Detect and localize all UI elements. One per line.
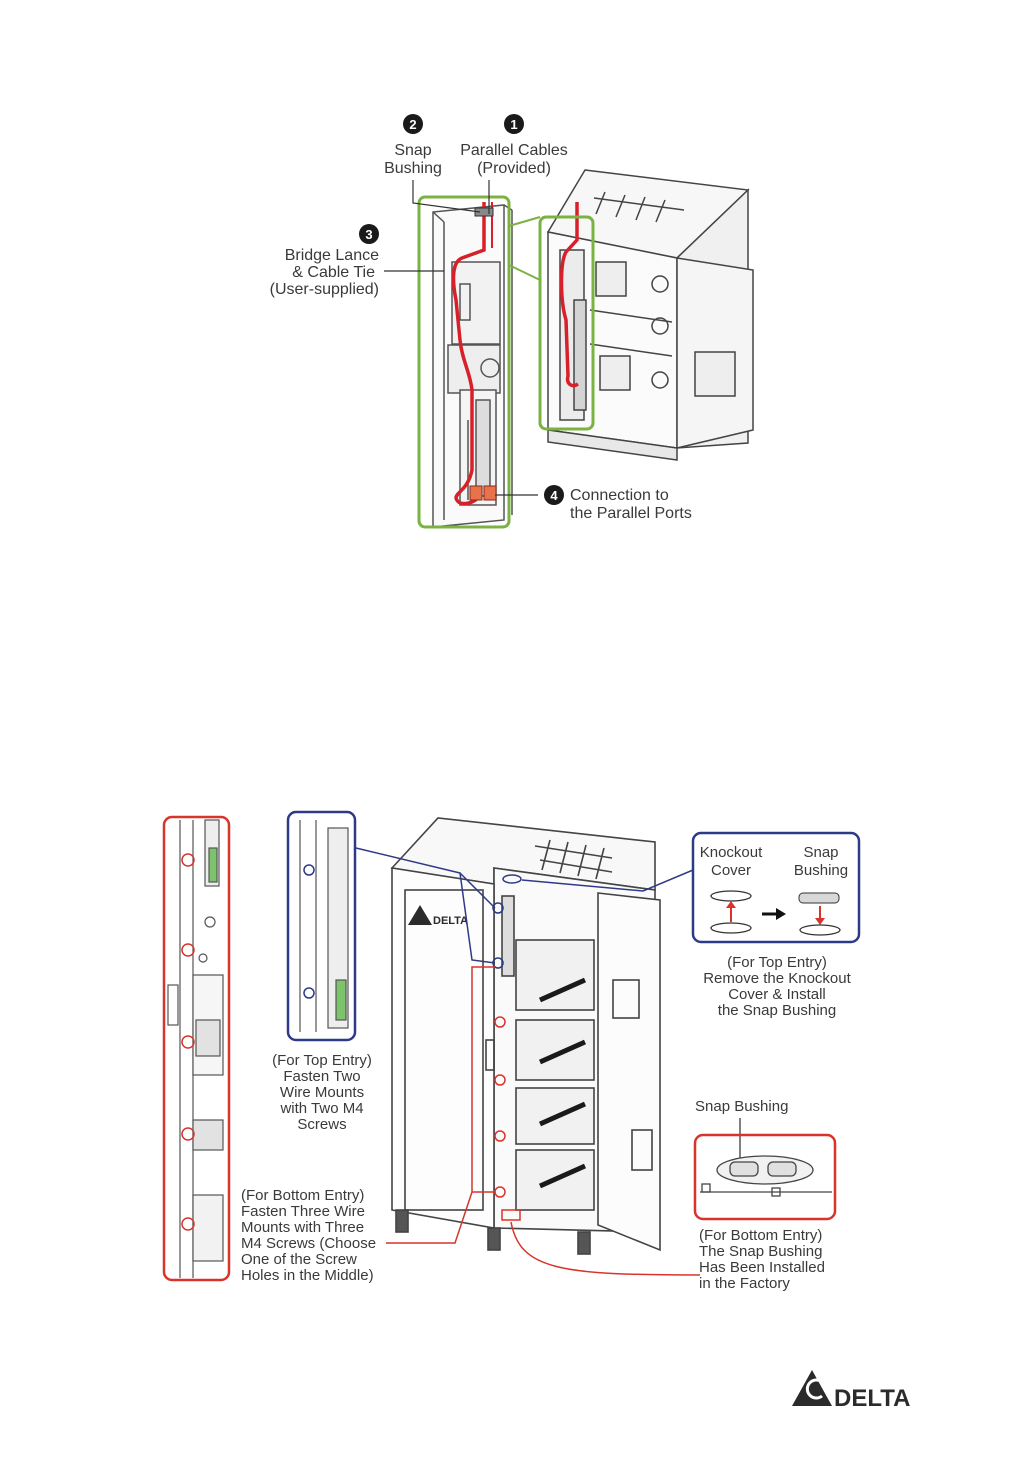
green-highlight-box [417, 195, 511, 529]
svg-text:1: 1 [510, 117, 517, 132]
top-entry-mounts-caption: (For Top Entry) Fasten Two Wire Mounts w… [272, 1052, 372, 1133]
svg-text:Knockout: Knockout [700, 844, 763, 861]
ups-cabinet-3d [546, 169, 754, 461]
svg-text:3: 3 [365, 227, 372, 242]
parallel-cable-right [559, 202, 579, 388]
svg-text:DELTA: DELTA [433, 915, 468, 927]
bottom-snap-bushing-detail: Snap Bushing [693, 1098, 837, 1221]
delta-footer-logo: DELTA [792, 1370, 910, 1412]
svg-text:Holes in the Middle): Holes in the Middle) [241, 1267, 374, 1284]
svg-text:Snap: Snap [394, 142, 431, 159]
snap-bushing-part [474, 207, 494, 217]
ups-cabinet-front [390, 817, 661, 1255]
callout-1-parallel-cables: 1 Parallel Cables (Provided) [460, 114, 568, 177]
svg-text:(For Bottom Entry): (For Bottom Entry) [699, 1227, 822, 1244]
figure-1-parallel-cable-routing: 1 Parallel Cables (Provided) 2 Snap Bush… [270, 114, 754, 529]
svg-text:Cover: Cover [711, 862, 751, 879]
svg-text:in the Factory: in the Factory [699, 1275, 790, 1292]
svg-text:the Parallel Ports: the Parallel Ports [570, 505, 692, 522]
svg-text:Remove the Knockout: Remove the Knockout [703, 970, 851, 987]
svg-text:Parallel Cables: Parallel Cables [460, 142, 568, 159]
bottom-entry-mounts-caption: (For Bottom Entry) Fasten Three Wire Mou… [241, 1187, 376, 1284]
svg-text:Has Been Installed: Has Been Installed [699, 1259, 825, 1276]
cabinet-delta-logo: DELTA [408, 905, 468, 927]
svg-text:with Two M4: with Two M4 [279, 1100, 363, 1117]
svg-text:Snap Bushing: Snap Bushing [695, 1098, 788, 1115]
figure-2-wire-mounts: DELTA Knockout Cover Snap Bushing [162, 810, 861, 1292]
svg-text:Bridge Lance: Bridge Lance [285, 247, 379, 264]
svg-text:Wire Mounts: Wire Mounts [280, 1084, 364, 1101]
svg-text:(User-supplied): (User-supplied) [270, 281, 379, 298]
svg-text:Mounts with Three: Mounts with Three [241, 1219, 364, 1236]
parallel-cable-left [451, 202, 486, 506]
svg-text:Bushing: Bushing [384, 160, 442, 177]
svg-text:DELTA: DELTA [834, 1385, 910, 1412]
green-highlight-box-right [538, 215, 595, 431]
svg-text:Fasten Three Wire: Fasten Three Wire [241, 1203, 365, 1220]
bottom-entry-bushing-caption: (For Bottom Entry) The Snap Bushing Has … [699, 1227, 825, 1292]
svg-text:Fasten Two: Fasten Two [283, 1068, 360, 1085]
svg-text:4: 4 [550, 488, 558, 503]
svg-text:M4 Screws (Choose: M4 Screws (Choose [241, 1235, 376, 1252]
top-entry-detail [286, 810, 357, 1042]
svg-text:(Provided): (Provided) [477, 160, 551, 177]
ups-side-panel [432, 204, 513, 528]
knockout-cover-detail: Knockout Cover Snap Bushing [691, 831, 861, 944]
callout-2-snap-bushing: 2 Snap Bushing [384, 114, 442, 177]
parallel-port-connectors [469, 485, 497, 501]
svg-text:Screws: Screws [297, 1116, 346, 1133]
svg-text:the Snap Bushing: the Snap Bushing [718, 1002, 836, 1019]
svg-text:Connection to: Connection to [570, 487, 669, 504]
svg-text:Snap: Snap [803, 844, 838, 861]
callout-4-parallel-ports: 4 Connection to the Parallel Ports [544, 485, 692, 522]
top-entry-bushing-caption: (For Top Entry) Remove the Knockout Cove… [703, 954, 851, 1019]
svg-text:Cover & Install: Cover & Install [728, 986, 826, 1003]
svg-text:One of the Screw: One of the Screw [241, 1251, 357, 1268]
svg-text:Bushing: Bushing [794, 862, 848, 879]
side-strip-detail [162, 815, 231, 1282]
svg-text:(For Bottom Entry): (For Bottom Entry) [241, 1187, 364, 1204]
svg-text:2: 2 [409, 117, 416, 132]
svg-text:& Cable Tie: & Cable Tie [292, 264, 375, 281]
svg-text:The Snap Bushing: The Snap Bushing [699, 1243, 822, 1260]
callout-3-bridge-lance: 3 Bridge Lance & Cable Tie (User-supplie… [270, 224, 379, 298]
svg-text:(For Top Entry): (For Top Entry) [727, 954, 827, 971]
svg-text:(For Top Entry): (For Top Entry) [272, 1052, 372, 1069]
